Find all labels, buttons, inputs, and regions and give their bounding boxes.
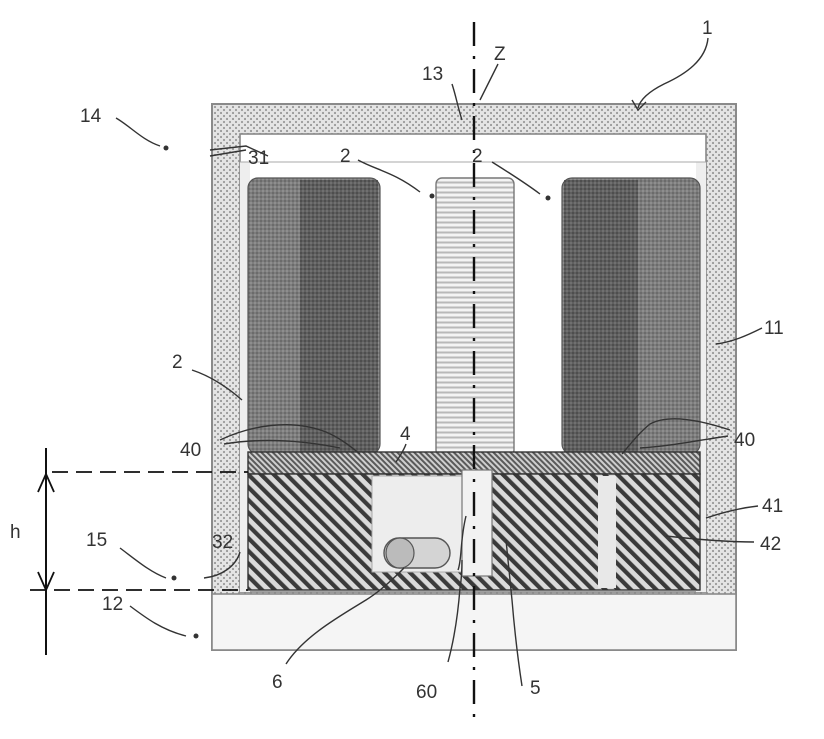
label-60: 60 xyxy=(416,682,437,703)
leader-12 xyxy=(130,606,186,636)
leader-z xyxy=(480,64,498,100)
label-11: 11 xyxy=(764,318,784,339)
label-1: 1 xyxy=(702,18,713,39)
label-31: 31 xyxy=(248,148,269,169)
label-2-left: 2 xyxy=(340,146,351,167)
coil-left-inner xyxy=(300,180,378,452)
label-32: 32 xyxy=(212,532,233,553)
leader-15 xyxy=(120,548,166,578)
coil-right-inner xyxy=(564,180,638,452)
label-2-side: 2 xyxy=(172,352,183,373)
label-40-left: 40 xyxy=(180,440,201,461)
label-41: 41 xyxy=(762,496,783,517)
label-z: Z xyxy=(494,44,506,65)
label-14: 14 xyxy=(80,106,102,127)
component-6-end xyxy=(386,538,414,568)
label-42: 42 xyxy=(760,534,781,555)
label-6: 6 xyxy=(272,672,283,693)
label-13: 13 xyxy=(422,64,443,85)
leader-1 xyxy=(638,38,708,108)
label-40-right: 40 xyxy=(734,430,755,451)
label-4: 4 xyxy=(400,424,411,445)
leader-14 xyxy=(116,118,160,146)
label-12: 12 xyxy=(102,594,123,615)
label-5: 5 xyxy=(530,678,541,699)
label-2-right: 2 xyxy=(472,146,483,167)
label-h: h xyxy=(10,522,21,543)
sub-region-right xyxy=(598,476,616,588)
channel-5 xyxy=(462,470,492,576)
label-15: 15 xyxy=(86,530,107,551)
